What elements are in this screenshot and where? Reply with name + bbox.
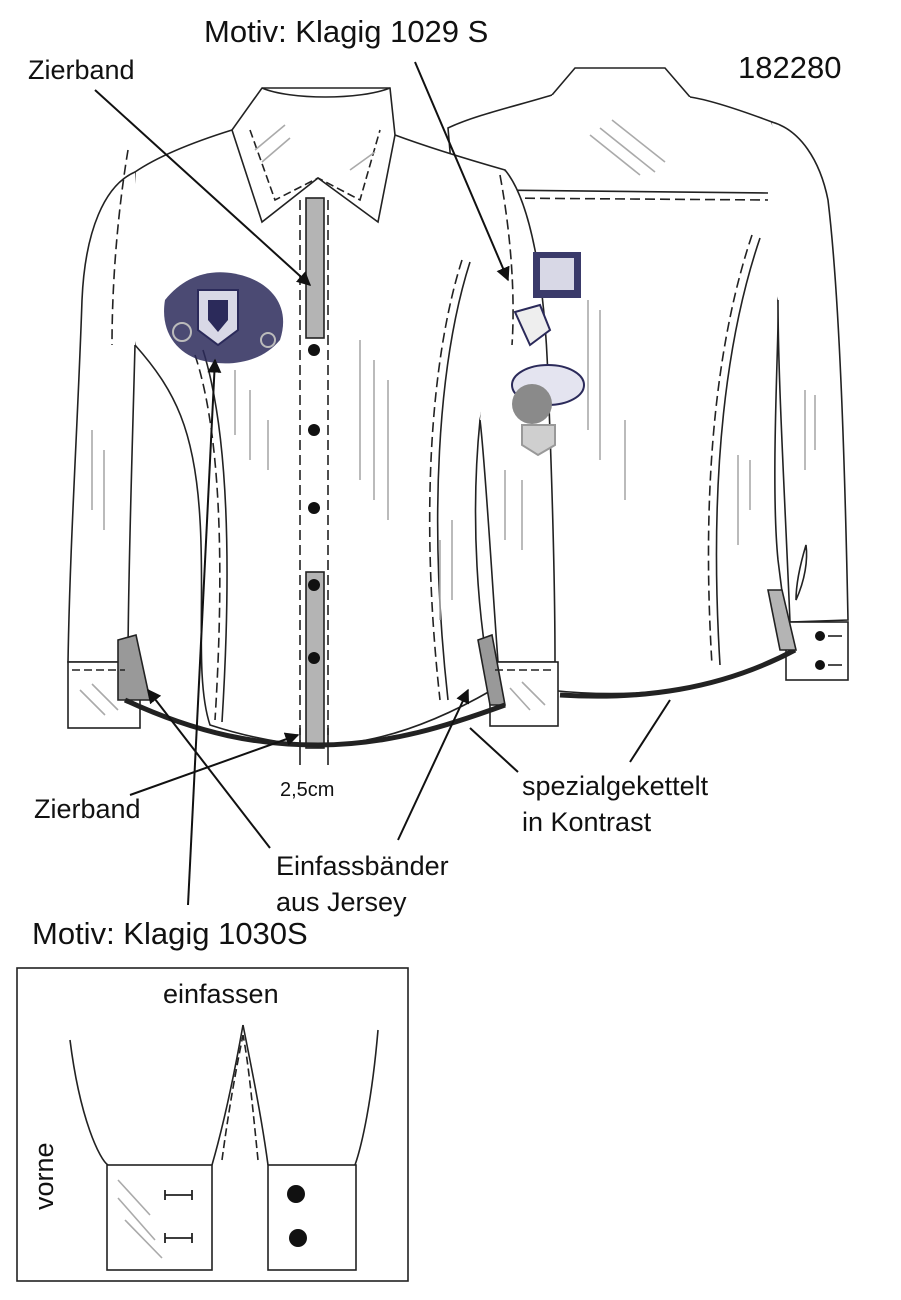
callout-lines (94, 61, 671, 906)
trim-label-top: Zierband (28, 55, 135, 85)
back-sleeve-motif (511, 252, 585, 457)
binding-label-line2: aus Jersey (276, 887, 407, 917)
article-number: 182280 (738, 50, 842, 85)
chain-label-line2: in Kontrast (522, 807, 652, 837)
cuff-detail-box (16, 967, 409, 1282)
chain-label-line1: spezialgekettelt (522, 771, 709, 801)
detail-side-label: vorne (29, 1142, 59, 1210)
motif-back-label: Motiv: Klagig 1029 S (204, 14, 489, 49)
front-view-shirt (67, 87, 559, 765)
motif-front-label: Motiv: Klagig 1030S (32, 916, 308, 951)
detail-title: einfassen (163, 979, 279, 1009)
trim-label-bottom: Zierband (34, 794, 141, 824)
front-chest-motif (164, 272, 284, 364)
binding-label-line1: Einfassbänder (276, 851, 449, 881)
width-label: 2,5cm (280, 779, 335, 801)
